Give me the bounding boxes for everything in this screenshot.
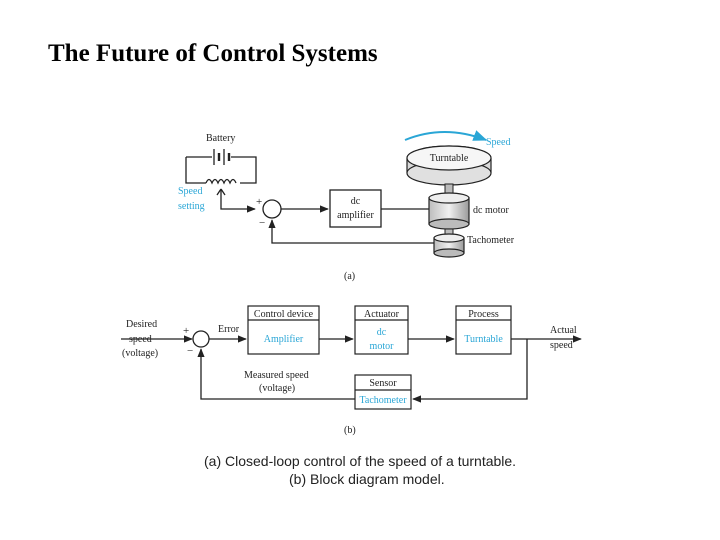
caption-line-2: (b) Block diagram model. [289,471,445,487]
sensor-block [354,374,412,410]
process-block [455,305,512,355]
minus-sign-a: − [259,217,265,229]
speed-setting-label-2: setting [178,201,205,212]
control-device-title: Control device [254,309,314,320]
turntable-label: Turntable [430,153,469,164]
feedback-line-b-in [412,339,528,403]
actuator-body-2: motor [370,341,395,352]
caption-line-1: (a) Closed-loop control of the speed of … [204,453,516,469]
diagram-a: Battery Speed setting + − [178,130,515,282]
amplifier-label-1: dc [351,196,361,207]
slide-title: The Future of Control Systems [48,40,378,67]
summing-junction-a [262,199,282,219]
actual-speed-label-2: speed [550,340,573,351]
process-body: Turntable [464,334,503,345]
minus-sign-b: − [187,345,193,357]
figure-a-label: (a) [344,271,355,282]
battery-label: Battery [206,133,235,144]
speed-arrow-label: Speed [486,137,510,148]
dc-motor-label: dc motor [473,205,509,216]
actuator-title: Actuator [364,309,400,320]
battery-icon [185,149,257,185]
desired-label-1: Desired [126,319,157,330]
desired-label-3: (voltage) [122,348,158,359]
control-device-body: Amplifier [264,334,304,345]
speed-arrow [404,130,488,141]
plus-sign-b: + [183,325,189,337]
measured-speed-label-1: Measured speed [244,370,309,381]
sensor-title: Sensor [369,378,397,389]
dc-amplifier-box [329,189,382,228]
plus-sign-a: + [256,196,262,208]
feedback-line-a [268,219,434,244]
setting-wire [220,190,256,213]
error-label: Error [218,324,240,335]
actual-speed-label-1: Actual [550,325,577,336]
process-title: Process [468,309,499,320]
actuator-block [354,305,409,355]
measured-speed-label-2: (voltage) [259,383,295,394]
diagram-b: Desired speed (voltage) + − Error Contro… [121,305,582,436]
control-device-block [247,305,320,355]
sensor-body: Tachometer [359,395,407,406]
feedback-line-b-out [197,348,355,400]
summing-junction-b [192,330,210,348]
actuator-body-1: dc [377,327,387,338]
figure-b-label: (b) [344,425,356,436]
tachometer-label: Tachometer [467,235,515,246]
amplifier-label-2: amplifier [337,210,374,221]
speed-setting-label-1: Speed [178,186,202,197]
